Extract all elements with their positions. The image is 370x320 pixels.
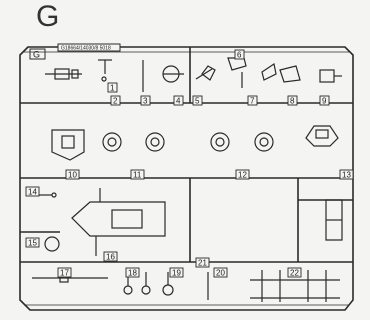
part-14-shape — [38, 192, 57, 198]
part-12-wheel-a — [210, 132, 230, 152]
part-number-text: 17 — [60, 269, 69, 278]
part-number-tag-1: 1 — [107, 82, 118, 93]
part-8-shape — [279, 65, 301, 83]
part-number-tag-16: 16 — [103, 251, 118, 262]
part-number-text: 21 — [198, 259, 207, 268]
part-number-text: 11 — [133, 171, 142, 180]
part-number-text: 3 — [143, 97, 148, 106]
part-number-text: 18 — [128, 269, 137, 278]
part-number-tag-2: 2 — [110, 95, 121, 106]
part-22-shape — [250, 270, 340, 302]
part-13-shape — [305, 125, 339, 147]
part-number-text: 12 — [238, 171, 247, 180]
part-number-tag-8: 8 — [287, 95, 298, 106]
part-number-text: 10 — [68, 171, 77, 180]
part-number-text: 9 — [322, 97, 327, 106]
part-number-text: 19 — [172, 269, 181, 278]
part-number-text: 14 — [28, 188, 37, 197]
part-1-shape — [45, 68, 82, 80]
part-number-text: 4 — [176, 97, 181, 106]
sprue-code-plate: G18664/14030/8 5018 — [57, 43, 121, 52]
part-11-wheel-a — [102, 132, 122, 152]
part-number-tag-15: 15 — [25, 237, 40, 248]
part-number-tag-5: 5 — [192, 95, 203, 106]
part-number-tag-7: 7 — [247, 95, 258, 106]
part-number-tag-18: 18 — [125, 267, 140, 278]
part-6-shape — [227, 57, 247, 88]
part-hull-shape — [71, 188, 166, 237]
part-number-text: 8 — [290, 97, 295, 106]
sprue-outer-frame — [19, 46, 354, 311]
part-frame-shape — [325, 199, 343, 241]
part-number-tag-13: 13 — [339, 169, 354, 180]
part-number-tag-19: 19 — [169, 267, 184, 278]
part-number-text: 1 — [110, 84, 115, 93]
part-9-shape — [319, 69, 342, 83]
part-number-text: 16 — [106, 253, 115, 262]
sprue-code-text: G18664/14030/8 5018 — [61, 46, 111, 52]
part-number-tag-21: 21 — [195, 257, 210, 268]
part-11-wheel-b — [145, 132, 165, 152]
part-number-tag-3: 3 — [140, 95, 151, 106]
part-number-text: 20 — [216, 269, 225, 278]
part-number-tag-14: 14 — [25, 186, 40, 197]
part-10-shape — [51, 129, 85, 161]
part-number-tag-11: 11 — [130, 169, 145, 180]
part-number-tag-12: 12 — [235, 169, 250, 180]
part-number-tag-17: 17 — [57, 267, 72, 278]
sprue-letter: G — [36, 0, 60, 33]
part-number-tag-4: 4 — [173, 95, 184, 106]
part-7-shape — [261, 63, 277, 81]
part-number-tag-22: 22 — [287, 267, 302, 278]
part-2-shape — [98, 59, 112, 82]
corner-tag: G — [29, 48, 46, 60]
part-19-shape — [162, 272, 174, 296]
part-number-text: 6 — [237, 51, 242, 60]
part-number-tag-20: 20 — [213, 267, 228, 278]
part-number-tag-6: 6 — [234, 49, 245, 60]
part-12-wheel-b — [254, 132, 274, 152]
part-number-text: 15 — [28, 239, 37, 248]
corner-tag-text: G — [33, 50, 40, 60]
part-5-shape — [195, 65, 216, 81]
part-number-tag-9: 9 — [319, 95, 330, 106]
part-number-tag-10: 10 — [65, 169, 80, 180]
part-number-text: 2 — [113, 97, 118, 106]
part-number-text: 5 — [195, 97, 200, 106]
part-15-shape — [44, 236, 60, 252]
part-number-text: 7 — [250, 97, 255, 106]
part-number-text: 13 — [342, 171, 351, 180]
part-number-text: 22 — [290, 269, 299, 278]
part-4-shape — [162, 65, 184, 83]
